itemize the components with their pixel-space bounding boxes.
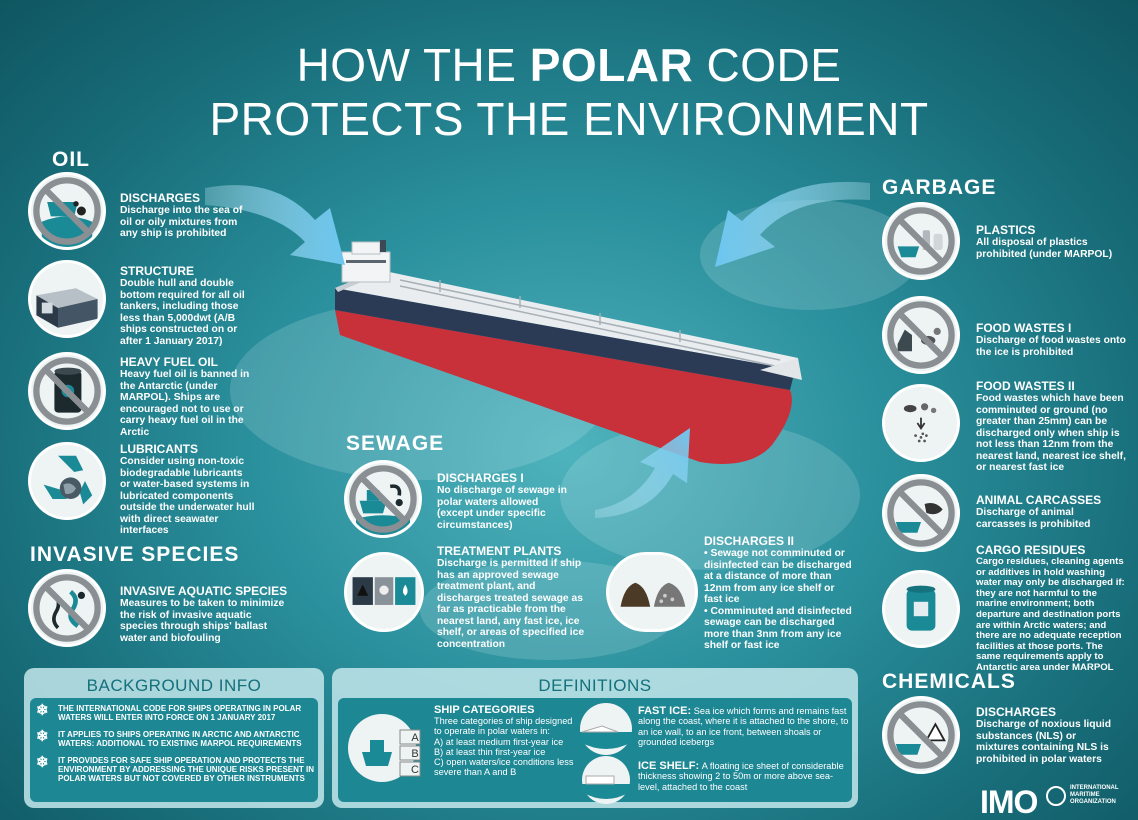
background-row: ❄ IT APPLIES TO SHIPS OPERATING IN ARCTI… <box>36 728 302 748</box>
background-info-heading: BACKGROUND INFO <box>86 676 262 695</box>
arrow-to-ship-icon <box>595 428 690 518</box>
snowflake-icon: ❄ <box>36 754 49 771</box>
category-label-c: C <box>411 764 419 776</box>
background-row: ❄ THE INTERNATIONAL CODE FOR SHIPS OPERA… <box>36 702 302 722</box>
ice-shelf-icon <box>582 756 630 804</box>
ground-food-icon <box>882 384 960 462</box>
garbage-animal-text: ANIMAL CARCASSES Discharge of animal car… <box>976 493 1102 530</box>
ship-categories-icon <box>348 714 421 782</box>
treatment-plant-icon <box>344 552 424 632</box>
cargo-drum-icon <box>882 570 960 648</box>
sewage-discharges-1-text: DISCHARGES I No discharge of sewage in p… <box>437 471 567 531</box>
chemicals-discharges-text: DISCHARGES Discharge of noxious liquid s… <box>976 705 1112 765</box>
imo-logo-subtitle: INTERNATIONAL MARITIME ORGANIZATION <box>1070 785 1119 805</box>
plastics-icon <box>882 202 960 280</box>
garbage-food-1-text: FOOD WASTES I Discharge of food wastes o… <box>976 321 1126 358</box>
fast-ice-text: FAST ICE: Sea ice which forms and remain… <box>638 705 849 747</box>
arrow-to-ship-icon <box>205 185 345 265</box>
imo-logo: IMO <box>980 784 1038 820</box>
recycle-globe-icon <box>28 442 106 520</box>
garbage-food-2-text: FOOD WASTES II Food wastes which have be… <box>976 379 1126 474</box>
arrow-to-ship-icon <box>715 181 870 267</box>
aquatic-species-icon <box>28 569 106 647</box>
page-title: HOW THE POLAR CODE PROTECTS THE ENVIRONM… <box>209 39 929 145</box>
oil-structure-text: STRUCTURE Double hull and double bottom … <box>120 264 245 347</box>
imo-emblem-icon <box>1046 786 1066 806</box>
definitions-panel: DEFINITIONS A B C SHIP CATEGORIES Three … <box>332 668 858 808</box>
oil-heading: OIL <box>52 148 90 171</box>
garbage-plastics-text: PLASTICS All disposal of plastics prohib… <box>976 223 1113 260</box>
sewage-discharges-2-text: DISCHARGES II • Sewage not comminuted or… <box>704 534 852 652</box>
sewage-heading: SEWAGE <box>346 432 445 455</box>
double-hull-icon <box>28 260 106 338</box>
ship-categories-text: SHIP CATEGORIES Three categories of ship… <box>434 704 574 778</box>
garbage-cargo-text: CARGO RESIDUES Cargo residues, cleaning … <box>976 543 1125 673</box>
snowflake-icon: ❄ <box>36 702 49 719</box>
category-label-a: A <box>411 732 419 744</box>
sewage-discharge-icon <box>344 460 422 538</box>
background-info-panel: BACKGROUND INFO ❄ THE INTERNATIONAL CODE… <box>24 668 324 808</box>
sewage-pile-icon <box>606 552 698 632</box>
invasive-species-heading: INVASIVE SPECIES <box>30 543 240 566</box>
category-label-b: B <box>411 748 419 760</box>
oil-discharge-icon <box>28 172 106 250</box>
chemicals-heading: CHEMICALS <box>882 670 1016 693</box>
ice-shelf-text: ICE SHELF: A floating ice sheet of consi… <box>638 760 844 792</box>
animal-carcass-icon <box>882 474 960 552</box>
chemical-hazard-icon <box>882 696 960 774</box>
background-row: ❄ IT PROVIDES FOR SAFE SHIP OPERATION AN… <box>36 754 315 783</box>
snowflake-icon: ❄ <box>36 728 49 745</box>
definitions-heading: DEFINITIONS <box>538 676 652 695</box>
background-info-body <box>30 698 318 802</box>
sewage-treatment-text: TREATMENT PLANTS Discharge is permitted … <box>437 544 585 650</box>
invasive-aquatic-text: INVASIVE AQUATIC SPECIES Measures to be … <box>120 584 288 644</box>
food-waste-icon <box>882 296 960 374</box>
oil-discharges-text: DISCHARGES Discharge into the sea of oil… <box>120 191 243 240</box>
oil-tanker-illustration <box>335 240 802 464</box>
garbage-heading: GARBAGE <box>882 176 997 199</box>
oil-lubricants-text: LUBRICANTS Consider using non-toxic biod… <box>120 442 255 537</box>
oil-heavy-fuel-text: HEAVY FUEL OIL Heavy fuel oil is banned … <box>120 355 250 438</box>
fast-ice-icon <box>580 703 632 755</box>
fuel-barrel-icon <box>28 352 106 430</box>
